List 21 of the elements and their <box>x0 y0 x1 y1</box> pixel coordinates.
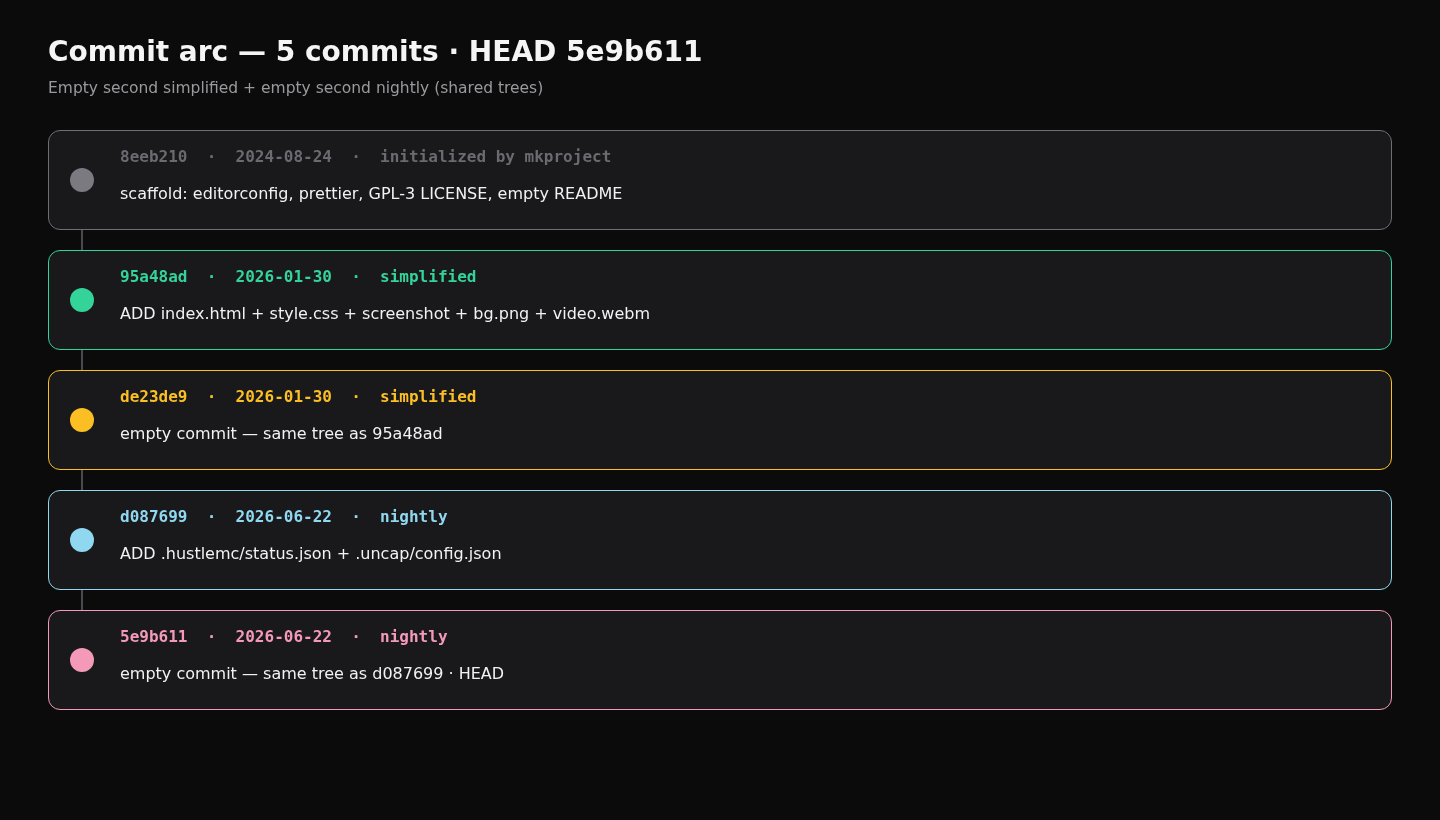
commit-header: d087699 · 2026-06-22 · nightly <box>120 507 448 527</box>
commit-card <box>48 610 1392 710</box>
commit-card <box>48 370 1392 470</box>
connector-line <box>81 349 83 371</box>
commit-card <box>48 130 1392 230</box>
commit-header: 5e9b611 · 2026-06-22 · nightly <box>120 627 448 647</box>
diagram-title: Commit arc — 5 commits · HEAD 5e9b611 <box>48 35 703 69</box>
commit-card <box>48 250 1392 350</box>
diagram-subtitle: Empty second simplified + empty second nightly (shared trees) <box>48 78 544 98</box>
commit-header: 95a48ad · 2026-01-30 · simplified <box>120 267 477 287</box>
connector-line <box>81 469 83 491</box>
commit-card <box>48 490 1392 590</box>
connector-line <box>81 229 83 251</box>
commit-message: ADD index.html + style.css + screenshot + bg.png + video.webm <box>120 304 650 324</box>
commit-header: 8eeb210 · 2024-08-24 · initialized by mkproject <box>120 147 612 167</box>
commit-header: de23de9 · 2026-01-30 · simplified <box>120 387 477 407</box>
commit-message: empty commit — same tree as d087699 · HEAD <box>120 664 505 684</box>
commit-message: ADD .hustlemc/status.json + .uncap/config.json <box>120 544 502 564</box>
commit-message: empty commit — same tree as 95a48ad <box>120 424 443 444</box>
connector-line <box>81 589 83 611</box>
commit-message: scaffold: editorconfig, prettier, GPL-3 LICENSE, empty README <box>120 184 623 204</box>
